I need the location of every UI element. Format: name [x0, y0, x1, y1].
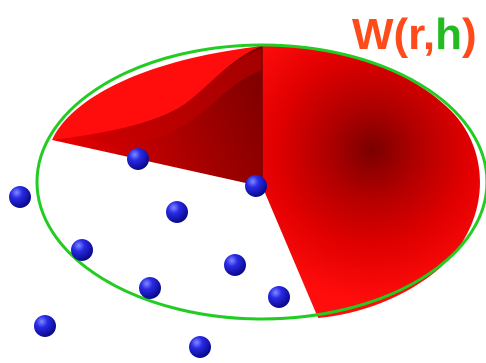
particle	[71, 239, 93, 261]
particle	[9, 186, 31, 208]
particle	[268, 286, 290, 308]
kernel-bell-highlight	[90, 48, 262, 146]
particle	[245, 175, 267, 197]
particle	[139, 277, 161, 299]
formula-suffix: )	[462, 10, 477, 59]
kernel-cut-face	[52, 46, 262, 186]
particle	[127, 148, 149, 170]
particle	[224, 254, 246, 276]
formula-prefix: W(r,	[352, 10, 435, 59]
particle	[189, 336, 211, 358]
particle	[34, 315, 56, 337]
particle	[166, 201, 188, 223]
kernel-formula-label: W(r,h)	[352, 10, 477, 59]
formula-variable-h: h	[435, 10, 462, 59]
support-circle	[35, 43, 486, 321]
particles	[9, 148, 290, 358]
